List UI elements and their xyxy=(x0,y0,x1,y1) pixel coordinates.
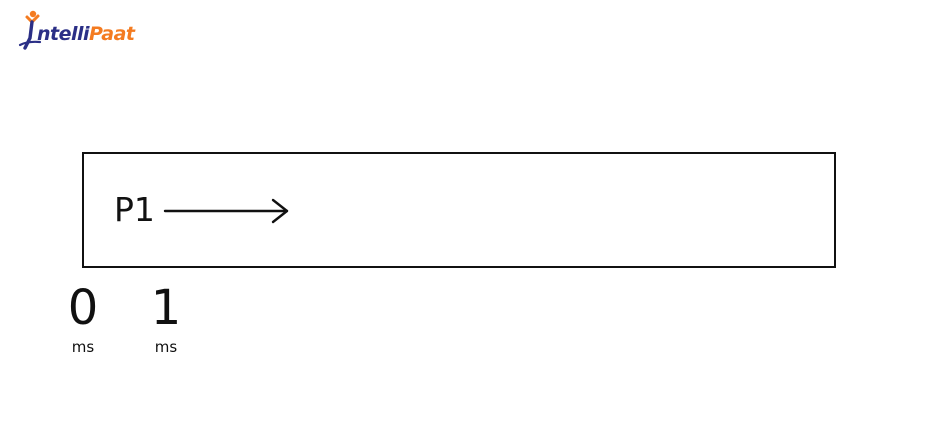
logo-wordmark-part-b: Paat xyxy=(89,23,135,45)
tick-value: 0 xyxy=(67,280,99,336)
logo-wordmark-part-a: ntelli xyxy=(37,23,90,45)
tick-unit: ms xyxy=(71,338,95,356)
tick-value: 1 xyxy=(150,280,182,336)
process-label: P1 xyxy=(114,190,155,229)
timeline-tick-1: 1 ms xyxy=(143,282,189,356)
timeline-tick-0: 0 ms xyxy=(60,282,106,356)
tick-unit: ms xyxy=(154,338,178,356)
right-arrow-icon xyxy=(163,198,289,224)
intellipaat-logo-icon xyxy=(18,10,42,50)
gantt-chart-box xyxy=(82,152,836,268)
